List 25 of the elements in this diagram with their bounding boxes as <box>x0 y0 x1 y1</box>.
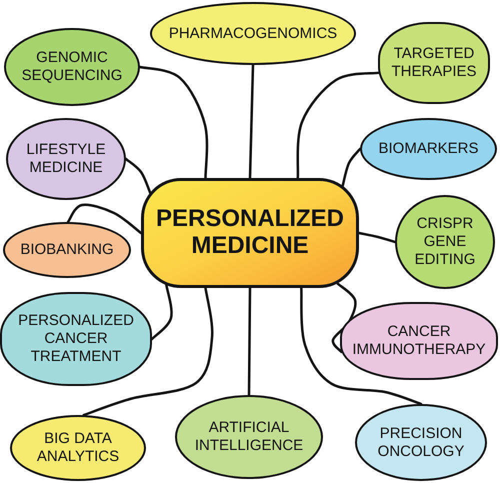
topic-label: BIG DATA ANALYTICS <box>36 430 120 466</box>
connector-line <box>248 64 254 180</box>
connector-line <box>358 232 396 244</box>
central-topic-label: PERSONALIZED MEDICINE <box>154 206 345 260</box>
topic-label: PHARMACOGENOMICS <box>168 24 338 42</box>
topic-label: PERSONALIZED CANCER TREATMENT <box>17 312 135 366</box>
connector-line <box>150 284 173 340</box>
connector-line <box>300 286 422 406</box>
topic-label: LIFESTYLE MEDICINE <box>25 141 107 177</box>
connector-line <box>124 158 152 194</box>
topic-label: GENOMIC SEQUENCING <box>20 49 124 85</box>
connector-line <box>341 148 362 188</box>
connector-line <box>296 72 380 180</box>
topic-label: ARTIFICIAL INTELLIGENCE <box>194 419 304 455</box>
topic-label: CANCER IMMUNOTHERAPY <box>351 323 487 359</box>
connector-line <box>82 286 214 416</box>
topic-label: BIOMARKERS <box>378 140 479 158</box>
central-topic-bubble <box>141 178 359 288</box>
topic-label: TARGETED THERAPIES <box>390 45 478 81</box>
connector-line <box>248 286 252 396</box>
connector-line <box>138 66 208 180</box>
topic-label: BIOBANKING <box>20 241 114 259</box>
topic-label: PRECISION ONCOLOGY <box>376 424 466 460</box>
topic-label: CRISPR GENE EDITING <box>414 215 476 269</box>
connector-line <box>66 204 142 234</box>
